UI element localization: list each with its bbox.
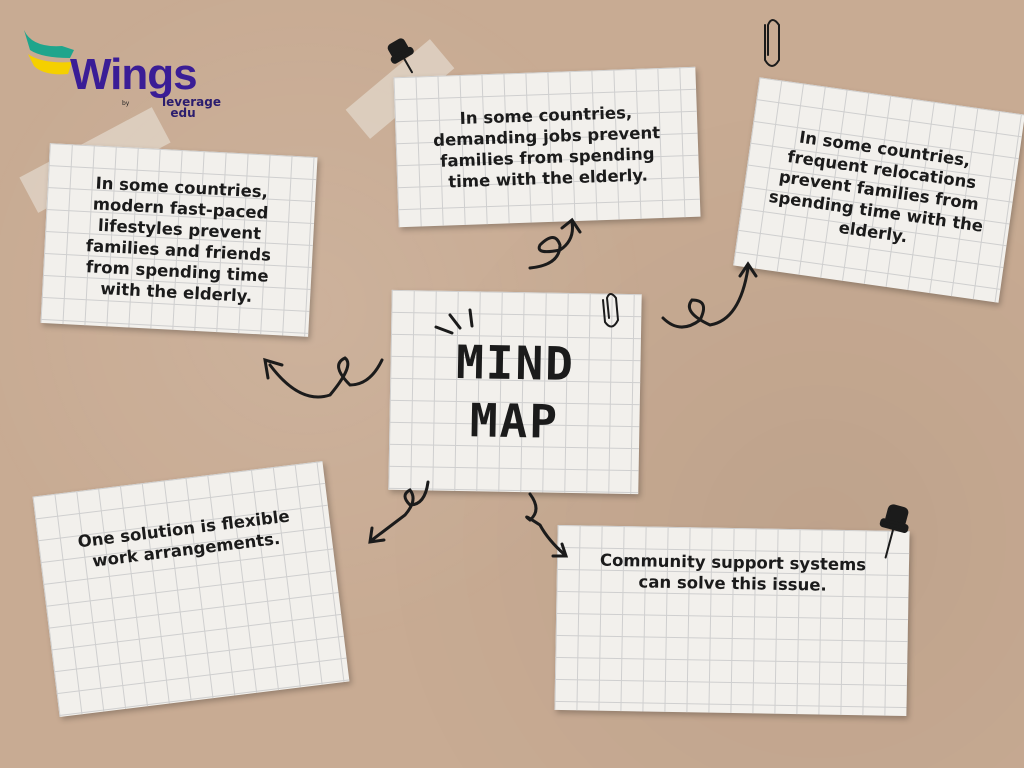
- paperclip-icon: [602, 293, 620, 328]
- curly-arrow-icon: [528, 217, 582, 270]
- wings-logo: Wings by leverage edu: [22, 28, 222, 128]
- pushpin-icon: [387, 38, 414, 74]
- partner-line2: edu: [170, 106, 196, 120]
- brand-name: Wings: [70, 50, 198, 99]
- wings-flag-icon: [24, 30, 74, 75]
- partner-name: leverage edu: [162, 95, 221, 120]
- curly-arrow-icon: [661, 261, 758, 329]
- curly-arrow-icon: [525, 492, 569, 558]
- curly-arrow-icon: [263, 356, 384, 399]
- pushpin-icon: [879, 504, 909, 559]
- brand-by: by: [122, 100, 130, 107]
- sparkle-icon: [434, 308, 474, 335]
- paperclip-icon: [764, 19, 780, 67]
- curly-arrow-icon: [368, 480, 430, 544]
- partner-line1: leverage: [162, 95, 221, 109]
